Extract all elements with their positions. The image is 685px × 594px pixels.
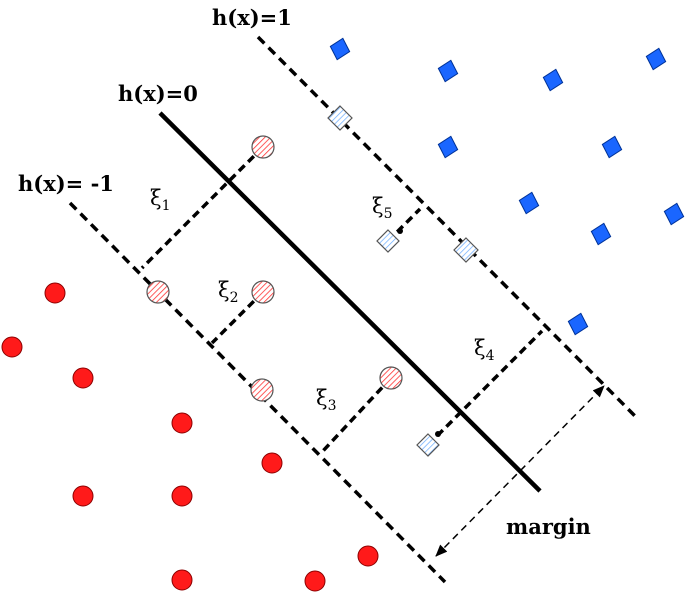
- slack-connectors: [140, 145, 544, 454]
- positive-point: [437, 135, 459, 159]
- negative-points: [1, 282, 379, 592]
- positive-point: [518, 191, 540, 215]
- negative-point: [171, 569, 193, 591]
- positive-point: [590, 222, 612, 246]
- negative-point: [72, 485, 94, 507]
- negative-violator-point: [251, 280, 275, 304]
- positive-violator-point: [453, 237, 479, 263]
- negative-point: [171, 485, 193, 507]
- positive-points: [329, 37, 685, 336]
- positive-point: [601, 135, 623, 159]
- positive-violators: [327, 105, 479, 457]
- margin-arrow: [435, 385, 605, 557]
- positive-violator-point: [416, 433, 440, 457]
- negative-violator-point: [251, 135, 275, 159]
- label-h-zero: h(x)=0: [118, 81, 198, 106]
- xi-label-1: ξ1: [150, 186, 171, 214]
- positive-violator-point: [376, 229, 400, 253]
- slack-connector-3: [320, 376, 393, 454]
- positive-point: [437, 59, 459, 83]
- negative-violator-point: [379, 366, 403, 390]
- xi-label-2: ξ2: [218, 278, 239, 306]
- negative-point: [357, 545, 379, 567]
- positive-violator-point: [327, 105, 353, 131]
- decision-boundary-line: [158, 111, 542, 493]
- positive-point: [329, 37, 351, 61]
- label-h-positive: h(x)=1: [212, 5, 292, 30]
- label-h-negative: h(x)= -1: [18, 171, 114, 196]
- positive-point: [663, 202, 685, 226]
- xi-label-5: ξ5: [372, 194, 393, 222]
- positive-point: [567, 312, 589, 336]
- xi-label-3: ξ3: [316, 386, 337, 414]
- negative-point: [261, 452, 283, 474]
- negative-point: [1, 336, 23, 358]
- negative-point: [304, 570, 326, 592]
- xi-label-4: ξ4: [474, 336, 495, 364]
- positive-point: [542, 68, 564, 92]
- connector-dot: [397, 228, 403, 234]
- connector-dots: [397, 228, 441, 437]
- negative-violators: [146, 135, 403, 402]
- negative-point: [72, 367, 94, 389]
- positive-point: [645, 47, 667, 71]
- negative-point: [44, 282, 66, 304]
- negative-violator-point: [250, 378, 274, 402]
- boundary-positive-line: [256, 35, 640, 421]
- negative-violator-point: [146, 280, 170, 304]
- label-margin: margin: [506, 514, 591, 539]
- negative-point: [171, 412, 193, 434]
- connector-dot: [435, 431, 441, 437]
- slack-connector-1: [140, 145, 265, 270]
